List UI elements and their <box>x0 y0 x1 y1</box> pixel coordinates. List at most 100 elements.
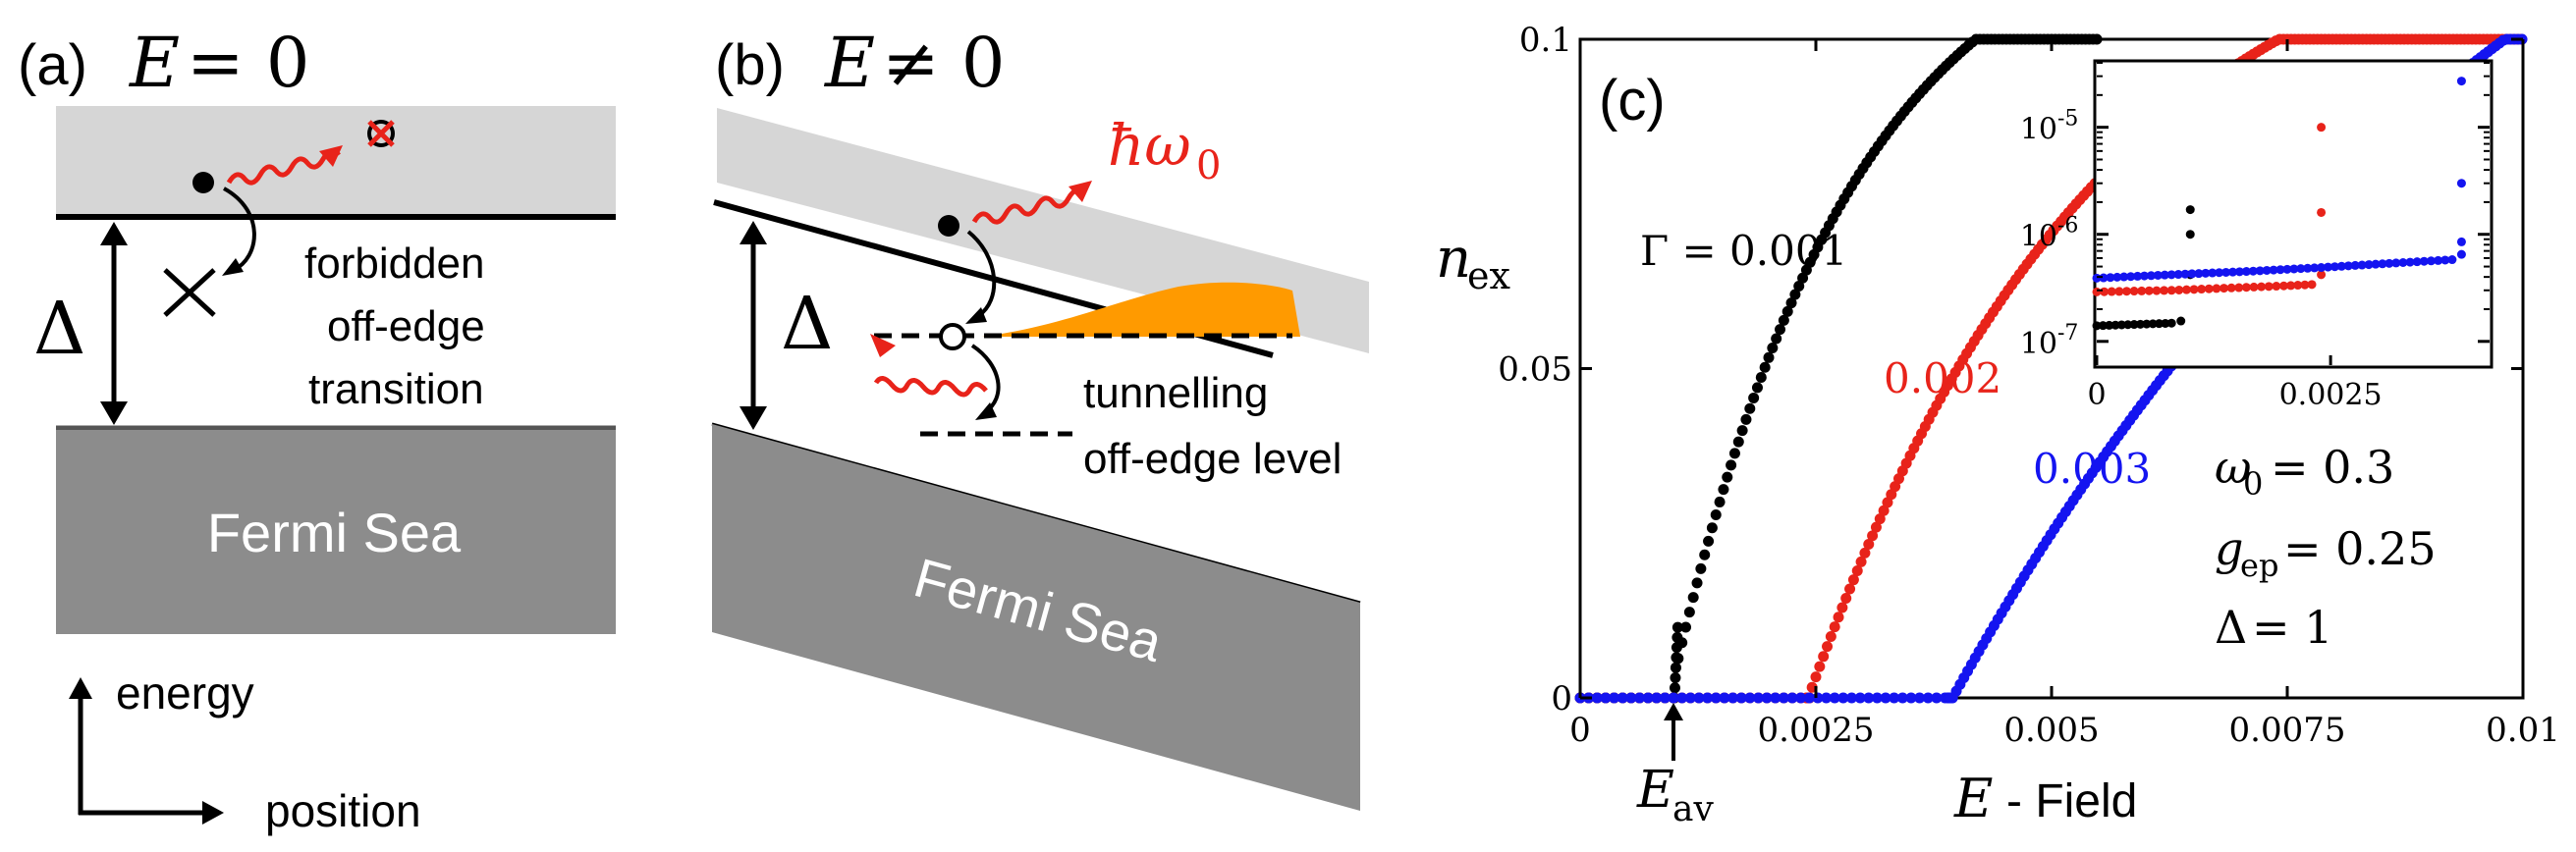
inset-data-point <box>2275 265 2285 275</box>
x-tick-label: 0.01 <box>2486 711 2560 750</box>
data-point <box>1767 343 1779 354</box>
data-point <box>1833 612 1844 623</box>
data-point <box>1722 471 1733 483</box>
inset-data-point <box>2278 281 2288 291</box>
inset-data-point <box>2129 287 2139 296</box>
transition-arrowhead <box>222 258 244 276</box>
data-point <box>1854 692 1866 704</box>
inset-data-point <box>2371 259 2381 269</box>
data-point <box>1863 692 1875 704</box>
data-point <box>1836 602 1848 613</box>
y-tick-label: 0.1 <box>1519 21 1572 60</box>
data-point <box>1642 692 1654 704</box>
data-point <box>1870 521 1882 533</box>
wavy-photon-arrow <box>226 148 341 186</box>
data-point <box>1793 281 1805 293</box>
energy-axis-arrowhead <box>69 677 92 699</box>
inset-data-point <box>2456 77 2466 86</box>
annotation-line-2: off-edge <box>327 302 485 350</box>
gap-arrow-down <box>100 401 128 425</box>
data-point <box>1702 692 1714 704</box>
param-gep-value: = 0.25 <box>2283 522 2437 575</box>
data-point <box>1676 692 1688 704</box>
data-point <box>1778 314 1789 326</box>
x-tick-label: 0.005 <box>2003 711 2099 750</box>
fermi-sea-block <box>56 430 616 634</box>
inset-data-point <box>2303 263 2313 273</box>
data-point <box>1732 436 1744 448</box>
data-point <box>1871 692 1883 704</box>
data-point <box>1669 682 1680 694</box>
data-point <box>1781 305 1793 317</box>
data-point <box>1845 692 1857 704</box>
data-point <box>1803 692 1815 704</box>
data-point <box>1718 484 1729 496</box>
curved-transition-arrow <box>223 186 256 272</box>
inset-data-point <box>2152 286 2162 295</box>
data-point <box>1896 692 1908 704</box>
data-point <box>1810 671 1822 683</box>
data-point <box>1922 692 1934 704</box>
gap-arrow-up <box>100 222 128 245</box>
y-axis-label-main: n <box>1436 227 1471 291</box>
data-point <box>1695 562 1707 574</box>
inset-y-tick-base: 10 <box>2020 113 2057 147</box>
data-point <box>1859 547 1871 559</box>
inset-data-point <box>2272 282 2281 292</box>
data-point <box>1751 382 1763 394</box>
inset-data-point <box>2228 267 2238 277</box>
annotation-line-1: forbidden <box>304 240 484 288</box>
data-point <box>1880 692 1891 704</box>
e-av-label-main: E <box>1636 761 1674 820</box>
fermi-sea-label: Fermi Sea <box>207 502 462 563</box>
data-point <box>1735 692 1747 704</box>
inset-data-point <box>2133 271 2143 281</box>
data-point <box>1882 497 1893 508</box>
gap-delta-label: Δ <box>33 287 85 371</box>
inset-data-point <box>2185 205 2195 215</box>
inset-data-point <box>2434 255 2443 265</box>
annotation-line-1-b: tunnelling <box>1083 369 1268 417</box>
inset-data-point <box>2187 269 2197 279</box>
data-point <box>1840 592 1852 604</box>
inset-data-point <box>2317 207 2327 217</box>
data-point <box>1668 692 1679 704</box>
data-point <box>1651 692 1663 704</box>
gap-arrow-down-b <box>740 406 767 430</box>
inset-data-point <box>2419 256 2429 266</box>
data-point <box>1670 671 1681 683</box>
inset-data-point <box>2121 287 2131 296</box>
data-point <box>1785 297 1797 309</box>
inset-x-tick-label: 0 <box>2087 378 2106 412</box>
data-point <box>1889 692 1900 704</box>
e-av-arrowhead <box>1664 703 1683 720</box>
x-axis-label-text: - Field <box>2006 775 2137 827</box>
data-point <box>1761 692 1773 704</box>
inset-data-point <box>2185 230 2195 240</box>
inset-data-point <box>2412 257 2422 267</box>
inset-data-point <box>2160 270 2169 280</box>
inset-data-point <box>2153 270 2163 280</box>
inset-y-tick-exp: -5 <box>2057 107 2078 132</box>
inset-data-point <box>2114 287 2124 296</box>
inset-data-point <box>2204 284 2214 293</box>
inset-data-point <box>2384 258 2394 268</box>
conduction-band <box>56 106 616 217</box>
inset-data-point <box>2310 263 2320 273</box>
inset-plot-points <box>2092 77 2466 331</box>
inset-data-point <box>2264 282 2274 292</box>
data-point <box>1699 549 1711 560</box>
data-point <box>1683 607 1695 618</box>
transition-arrowhead-b <box>965 307 987 324</box>
inset-data-point <box>2317 270 2327 280</box>
panel-a-title-var: E <box>128 23 180 103</box>
panel-b-title-var: E <box>823 23 875 103</box>
inset-data-point <box>2161 318 2170 328</box>
data-point <box>1744 692 1756 704</box>
panel-a-label: (a) <box>18 33 87 97</box>
inset-data-point <box>2135 319 2145 329</box>
inset-data-point <box>2194 269 2204 279</box>
inset-data-point <box>2181 285 2191 294</box>
inset-data-point <box>2456 237 2466 246</box>
